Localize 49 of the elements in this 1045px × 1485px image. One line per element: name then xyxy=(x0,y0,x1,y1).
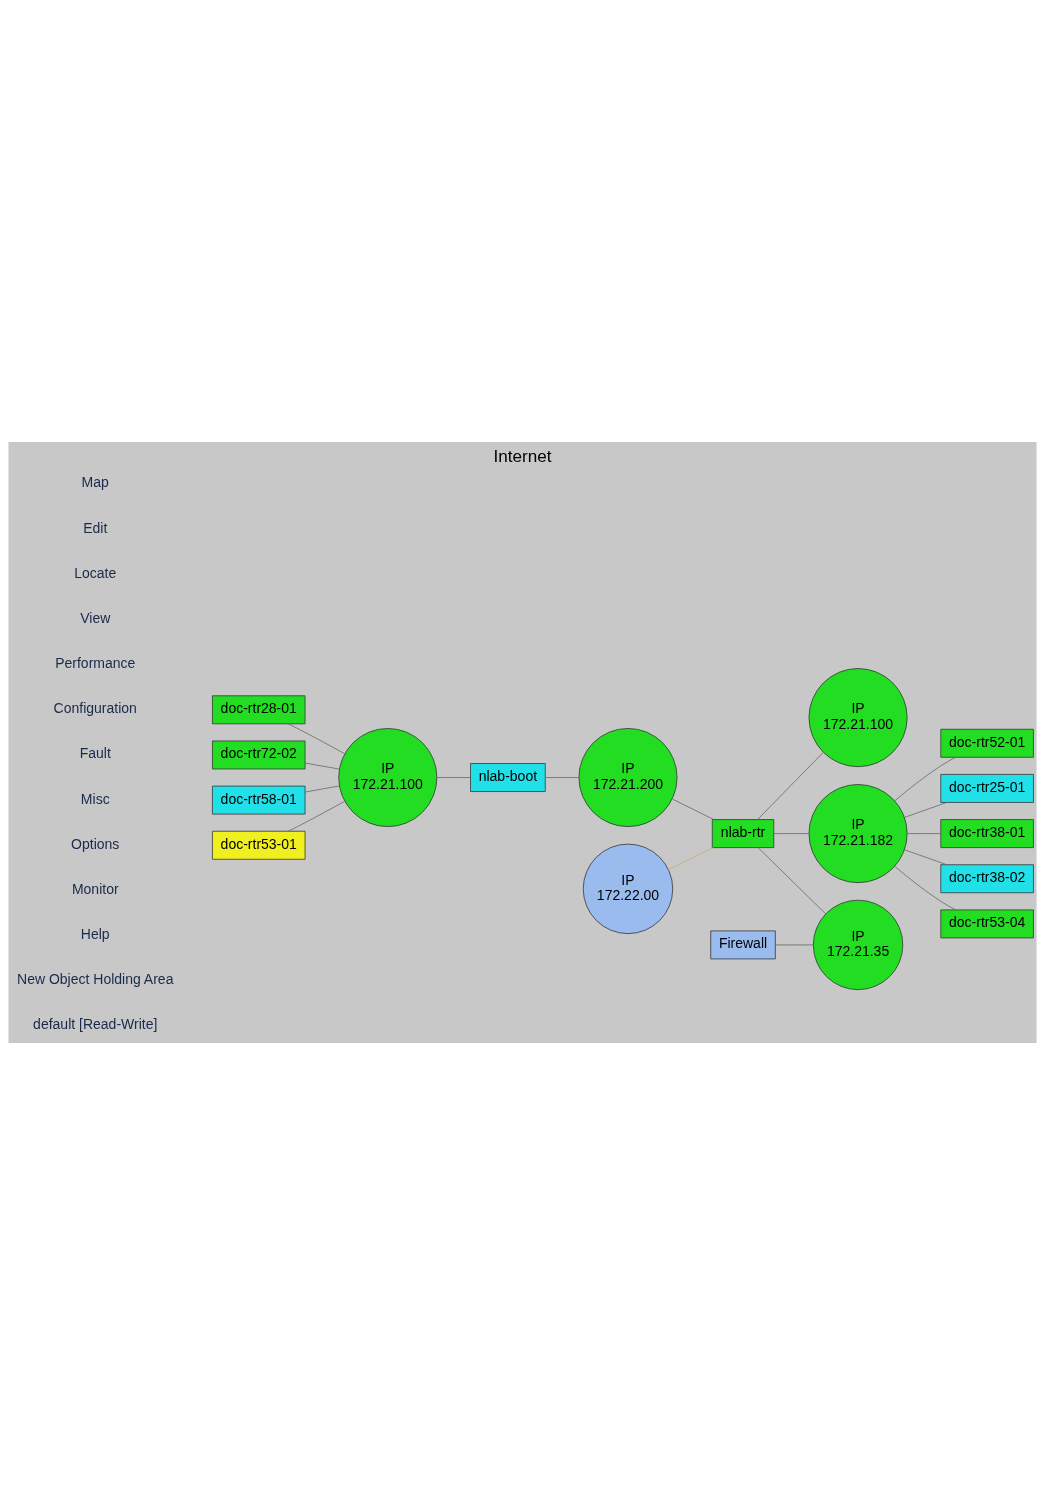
node-box: doc-rtr38-01 xyxy=(940,819,1034,848)
connector xyxy=(757,752,824,820)
node-box: doc-rtr58-01 xyxy=(212,785,306,815)
connector xyxy=(904,849,948,866)
connector xyxy=(304,762,340,770)
node-box: doc-rtr52-01 xyxy=(940,728,1034,758)
label: default [Read-Write] xyxy=(33,1016,158,1033)
connector xyxy=(894,757,956,802)
node-box: nlab-rtr xyxy=(711,819,775,848)
node-circle: IP 172.21.35 xyxy=(812,899,904,991)
diagram-title: Internet xyxy=(493,446,552,466)
node-circle: IP 172.21.182 xyxy=(808,784,908,884)
label: View xyxy=(80,609,111,626)
node-box: doc-rtr38-02 xyxy=(940,864,1034,894)
connector xyxy=(773,833,810,834)
label: Configuration xyxy=(53,700,137,717)
node-box: Firewall xyxy=(710,930,776,960)
node-box: doc-rtr25-01 xyxy=(940,774,1034,803)
connector xyxy=(436,777,471,778)
connector xyxy=(545,777,579,778)
label: Map xyxy=(81,474,109,491)
connector xyxy=(894,866,956,911)
label: New Object Holding Area xyxy=(17,971,174,988)
connector xyxy=(671,798,715,820)
label: Performance xyxy=(55,655,136,672)
node-box: doc-rtr53-04 xyxy=(940,909,1034,939)
node-circle: IP 172.22.00 xyxy=(582,843,674,934)
node-box: nlab-boot xyxy=(470,763,546,792)
connector xyxy=(757,847,827,915)
label: Locate xyxy=(74,564,117,581)
node-box: doc-rtr72-02 xyxy=(212,740,306,770)
connector xyxy=(668,847,714,870)
label: Help xyxy=(80,925,110,942)
label: Misc xyxy=(80,790,110,807)
connector xyxy=(904,802,948,818)
label: Options xyxy=(71,835,120,852)
connector xyxy=(287,723,345,754)
node-box: doc-rtr28-01 xyxy=(212,695,306,725)
connector xyxy=(775,944,814,946)
node-box: doc-rtr53-01 xyxy=(212,830,306,860)
node-circle: IP 172.21.200 xyxy=(578,728,678,827)
node-circle: IP 172.21.100 xyxy=(338,728,438,827)
label: Edit xyxy=(83,519,108,536)
label: Fault xyxy=(79,745,111,762)
connector xyxy=(907,833,942,834)
node-circle: IP 172.21.100 xyxy=(808,668,908,768)
connector xyxy=(287,801,345,832)
label: Monitor xyxy=(71,880,119,897)
connector xyxy=(304,785,340,793)
